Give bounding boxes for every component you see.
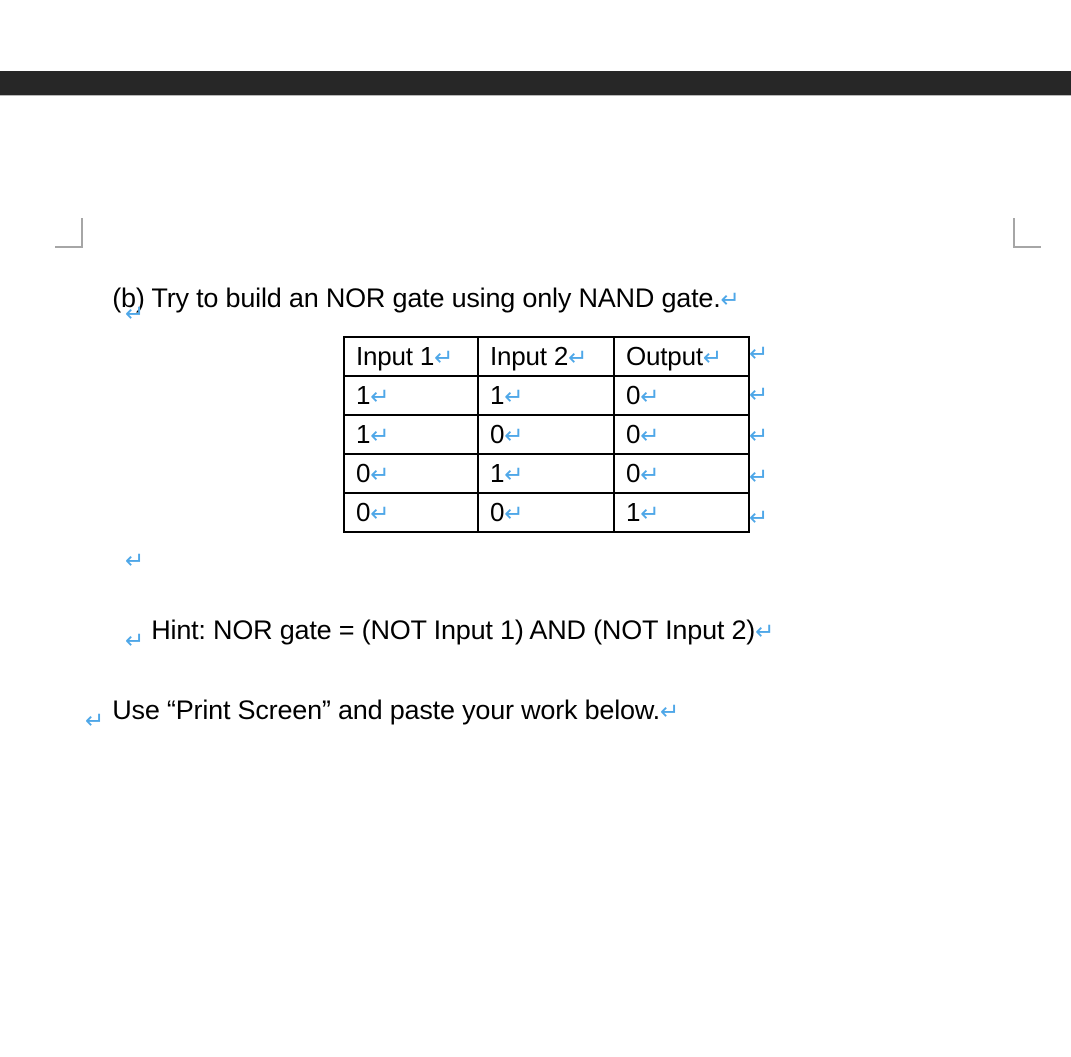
table-row: 1↵ 0↵ 0↵: [343, 414, 750, 455]
instruction-line: Use “Print Screen” and paste your work b…: [83, 670, 679, 751]
application-top-bar: [0, 71, 1071, 96]
cell-value: 0: [356, 458, 371, 488]
paragraph-return-mark: ↵: [504, 384, 524, 410]
cell-value: 0: [356, 497, 371, 527]
cell-value: 1: [490, 380, 505, 410]
paragraph-return-mark: ↵: [720, 287, 740, 313]
paragraph-return-mark: ↵: [640, 423, 660, 449]
table-row-end-mark-4: ↵: [749, 505, 769, 531]
table-row: 0↵ 0↵ 1↵: [343, 492, 750, 533]
cell-value: 0: [626, 419, 641, 449]
paragraph-return-mark-indent-1: ↵: [125, 301, 145, 327]
table-cell-input2: 0↵: [477, 414, 615, 455]
table-cell-input1: 0↵: [343, 453, 479, 494]
table-header-cell-input2: Input 2↵: [477, 336, 615, 377]
paragraph-return-mark: ↵: [504, 423, 524, 449]
paragraph-return-mark: ↵: [755, 619, 775, 645]
question-text: (b) Try to build an NOR gate using only …: [112, 283, 721, 313]
table-row: 1↵ 1↵ 0↵: [343, 375, 750, 416]
hint-text: Hint: NOR gate = (NOT Input 1) AND (NOT …: [151, 615, 756, 645]
paragraph-return-mark: ↵: [504, 501, 524, 527]
paragraph-return-mark: ↵: [370, 501, 390, 527]
paragraph-return-mark-indent-2: ↵: [125, 548, 145, 574]
paragraph-return-mark: ↵: [640, 384, 660, 410]
header-label-input2: Input 2: [490, 341, 569, 371]
question-line-b: (b) Try to build an NOR gate using only …: [83, 258, 740, 339]
instruction-text: Use “Print Screen” and paste your work b…: [112, 695, 660, 725]
paragraph-return-mark-indent-3: ↵: [125, 628, 145, 654]
paragraph-return-mark: ↵: [370, 423, 390, 449]
paragraph-return-mark: ↵: [640, 462, 660, 488]
cell-value: 0: [490, 419, 505, 449]
table-row-end-mark-header: ↵: [749, 341, 769, 367]
table-cell-input2: 0↵: [477, 492, 615, 533]
cell-value: 0: [626, 380, 641, 410]
paragraph-return-mark: ↵: [370, 462, 390, 488]
table-row-end-mark-3: ↵: [749, 464, 769, 490]
table-cell-input2: 1↵: [477, 453, 615, 494]
table-cell-output: 1↵: [613, 492, 750, 533]
header-label-input1: Input 1: [356, 341, 435, 371]
nor-gate-truth-table: Input 1↵ Input 2↵ Output↵ 1↵ 1↵ 0↵ 1↵ 0↵…: [343, 336, 750, 533]
table-row-end-mark-1: ↵: [749, 382, 769, 408]
cell-value: 0: [626, 458, 641, 488]
cell-value: 0: [490, 497, 505, 527]
margin-marker-top-left: [55, 218, 83, 248]
paragraph-return-mark: ↵: [434, 345, 454, 371]
hint-line: Hint: NOR gate = (NOT Input 1) AND (NOT …: [122, 590, 774, 671]
table-cell-output: 0↵: [613, 414, 750, 455]
paragraph-return-mark: ↵: [640, 501, 660, 527]
table-row-end-mark-2: ↵: [749, 423, 769, 449]
cell-value: 1: [626, 497, 641, 527]
table-cell-input1: 1↵: [343, 375, 479, 416]
paragraph-return-mark: ↵: [659, 699, 680, 725]
table-cell-input1: 1↵: [343, 414, 479, 455]
cell-value: 1: [356, 380, 371, 410]
paragraph-return-mark: ↵: [568, 345, 588, 371]
table-header-row: Input 1↵ Input 2↵ Output↵: [343, 336, 750, 377]
table-row: 0↵ 1↵ 0↵: [343, 453, 750, 494]
paragraph-return-mark: ↵: [504, 462, 524, 488]
cell-value: 1: [356, 419, 371, 449]
table-cell-input1: 0↵: [343, 492, 479, 533]
table-cell-output: 0↵: [613, 375, 750, 416]
paragraph-return-mark-final: ↵: [85, 708, 105, 734]
cell-value: 1: [490, 458, 505, 488]
table-cell-input2: 1↵: [477, 375, 615, 416]
paragraph-return-mark: ↵: [370, 384, 390, 410]
table-cell-output: 0↵: [613, 453, 750, 494]
table-header-cell-input1: Input 1↵: [343, 336, 479, 377]
margin-marker-top-right: [1013, 218, 1041, 248]
header-label-output: Output: [626, 341, 703, 371]
paragraph-return-mark: ↵: [702, 345, 722, 371]
table-header-cell-output: Output↵: [613, 336, 750, 377]
